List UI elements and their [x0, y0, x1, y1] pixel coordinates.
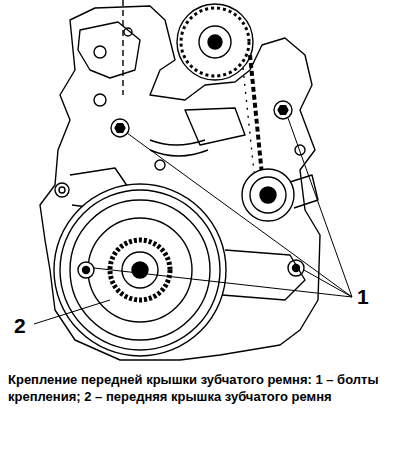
crank-pulley	[60, 190, 220, 350]
bracket-bolt	[124, 28, 132, 36]
crank-pulley	[54, 184, 226, 356]
bracket	[185, 108, 245, 145]
bracket-bolt	[94, 46, 106, 58]
sprocket-teeth	[181, 8, 249, 76]
crank-spline	[110, 240, 170, 300]
tensioner-hub	[260, 187, 276, 203]
callout-number: 1	[357, 286, 369, 307]
cover-bolt	[78, 262, 94, 278]
sprocket-bolt	[208, 35, 222, 49]
engine-block-outline	[40, 6, 320, 360]
crank-pulley	[88, 218, 192, 322]
hose	[150, 140, 208, 156]
callout-number: 2	[14, 315, 26, 336]
cover-lug	[222, 250, 305, 300]
figure-caption: Крепление передней крышки зубчатого ремн…	[8, 372, 394, 406]
cover-bolt	[274, 101, 292, 119]
crank-pulley	[70, 200, 210, 340]
cover-bolt	[111, 119, 129, 137]
bolt	[295, 145, 305, 155]
sprocket-hub	[199, 26, 231, 58]
leader-line	[34, 118, 352, 324]
center-line	[122, 0, 123, 95]
bolt	[94, 94, 106, 106]
crank-hub	[122, 252, 158, 288]
timing-chain	[243, 68, 254, 172]
tensioner-pulley	[250, 177, 286, 213]
crank-center	[132, 262, 148, 278]
tensioner-pulley	[242, 169, 294, 221]
engine-front-illustration	[0, 0, 400, 365]
bolt	[155, 160, 165, 170]
camshaft-sprocket	[177, 4, 253, 80]
bolt	[55, 183, 69, 197]
bracket	[78, 22, 140, 78]
bolt	[59, 187, 65, 193]
